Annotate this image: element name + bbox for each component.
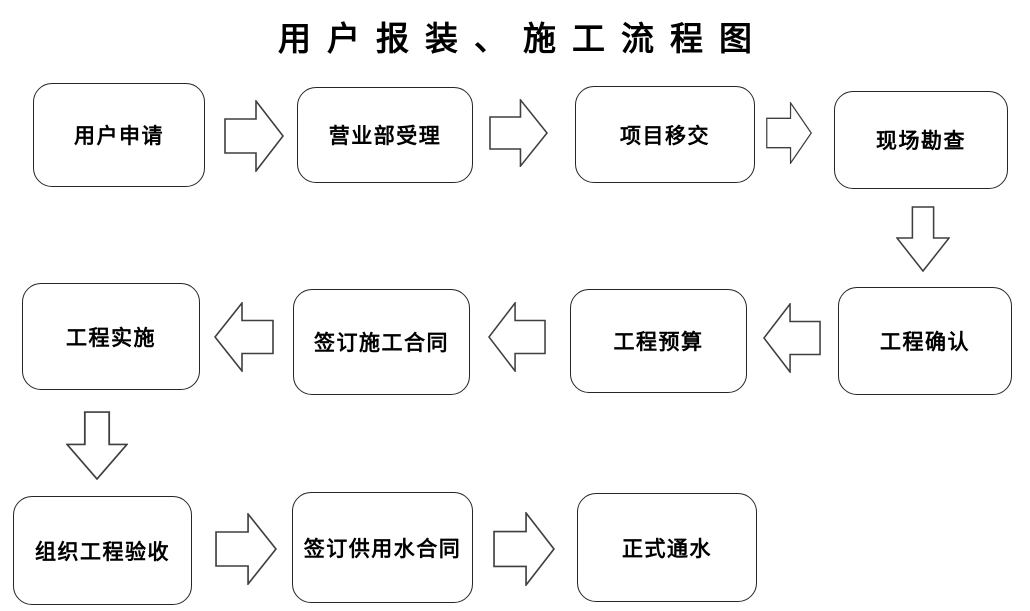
arrow-right-icon [493,512,555,586]
node-project-budget: 工程预算 [570,289,747,393]
arrow-left-icon [763,303,821,373]
arrow-right-icon [224,100,284,172]
node-project-confirmation: 工程确认 [838,287,1012,395]
node-label: 工程实施 [66,325,156,350]
node-label: 签订供用水合同 [303,536,462,561]
node-label: 签订施工合同 [314,331,449,355]
node-label: 工程预算 [613,330,704,354]
arrow-right-icon [215,513,277,585]
node-label: 现场勘查 [876,129,966,153]
page-title: 用户报装、施工流程图 [278,22,768,58]
node-organize-project-acceptance: 组织工程验收 [13,496,192,605]
arrow-left-icon [214,302,274,372]
node-official-water-flow: 正式通水 [577,493,757,602]
arrow-right-icon [766,102,812,164]
node-site-survey: 现场勘查 [834,91,1008,189]
node-label: 用户申请 [74,124,164,148]
node-business-dept-acceptance: 营业部受理 [297,87,473,183]
node-project-handover: 项目移交 [575,86,755,183]
node-label: 营业部受理 [328,124,442,148]
arrow-down-icon [896,206,950,272]
node-label: 工程确认 [880,330,970,354]
node-sign-water-supply-contract: 签订供用水合同 [292,492,473,603]
node-label: 正式通水 [622,536,712,561]
arrow-down-icon [66,411,128,480]
arrow-right-icon [489,99,548,167]
node-user-application: 用户申请 [33,83,205,187]
node-label: 组织工程验收 [35,539,170,564]
node-sign-construction-contract: 签订施工合同 [293,289,470,395]
arrow-left-icon [488,302,546,372]
node-project-implementation: 工程实施 [22,283,200,390]
node-label: 项目移交 [620,123,710,148]
